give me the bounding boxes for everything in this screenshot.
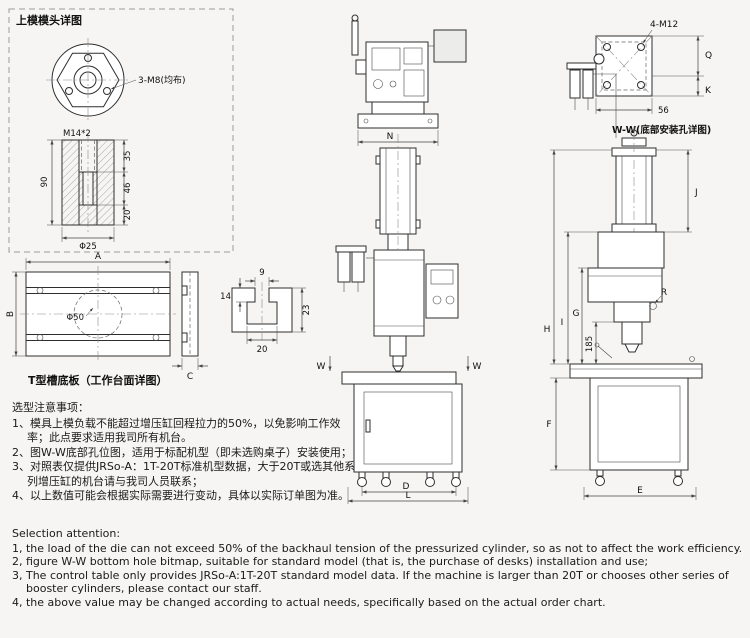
cabinet-door-handle bbox=[365, 419, 371, 433]
side-bolt-callout: 4-M12 bbox=[650, 20, 678, 30]
front-pneumatic-assembly bbox=[351, 14, 467, 103]
die-dim-20: 20 bbox=[123, 210, 133, 221]
die-thread-label: M14*2 bbox=[63, 129, 91, 139]
notes-cn-item-4: 4、以上数值可能会根据实际需要进行变动，具体以实际订单图为准。 bbox=[12, 489, 349, 502]
die-detail-title: 上模模头详图 bbox=[16, 13, 82, 27]
start-button bbox=[432, 295, 442, 305]
tslot-dim-b: B bbox=[6, 311, 16, 317]
front-cabinet bbox=[353, 383, 463, 473]
front-ram bbox=[389, 335, 407, 357]
ww-detail-title: W-W(底部安装孔详图) bbox=[612, 124, 711, 136]
side-dim-56: 56 bbox=[658, 106, 669, 116]
side-cabinet bbox=[589, 377, 689, 471]
side-dim-f: F bbox=[546, 420, 551, 430]
tslot-plate-view: Φ50 A B C bbox=[6, 252, 312, 387]
die-head-top-view: 3-M8(均布) bbox=[46, 38, 186, 122]
stop-button bbox=[445, 295, 455, 305]
side-frl-unit bbox=[566, 53, 617, 138]
front-press-body bbox=[373, 249, 425, 337]
notes-chinese: 选型注意事项： 1、模具上模负载不能超过增压缸回程拉力的50%，以免影响工作效率… bbox=[12, 401, 360, 504]
front-worktable bbox=[341, 371, 457, 385]
front-dim-l: L bbox=[405, 491, 410, 501]
front-dim-n: N bbox=[387, 132, 394, 142]
front-frl-unit bbox=[335, 245, 374, 292]
notes-cn-item-3: 3、对照表仅提供JRSo-A：1T-20T标准机型数据，大于20T或选其他系列增… bbox=[12, 460, 356, 488]
die-dim-46: 46 bbox=[123, 183, 133, 194]
side-dim-q: Q bbox=[705, 51, 712, 61]
die-head-section-view: M14*2 35 46 20 90 Φ25 bbox=[40, 129, 133, 252]
die-bolt-callout: 3-M8(均布) bbox=[138, 74, 186, 86]
notes-en-item-3: 3, The control table only provides JRSo-… bbox=[12, 568, 729, 596]
tslot-top-view: Φ50 A B bbox=[6, 252, 176, 362]
tslot-dim-9: 9 bbox=[259, 268, 264, 278]
upper-die-detail-view: 上模模头详图 3-M8(均布) bbox=[8, 8, 234, 253]
notes-cn-item-1: 1、模具上模负载不能超过增压缸回程拉力的50%，以免影响工作效率；此点要求适用我… bbox=[12, 416, 341, 445]
tslot-dim-a: A bbox=[95, 252, 102, 262]
side-dim-e: E bbox=[637, 486, 643, 496]
tslot-dim-14: 14 bbox=[220, 292, 231, 302]
front-control-box bbox=[425, 263, 459, 319]
tslot-side-profile: C bbox=[172, 271, 208, 382]
tslot-dim-dia50: Φ50 bbox=[66, 313, 84, 323]
machine-side-view: 4-M12 Q K 56 W-W(底部安装孔详图) bbox=[544, 20, 712, 500]
front-section-mark-w-right: W bbox=[473, 362, 482, 372]
notes-en-item-2: 2, figure W-W bottom hole bitmap, suitab… bbox=[12, 555, 649, 568]
machine-front-view: N bbox=[317, 14, 482, 504]
side-worktable bbox=[569, 363, 703, 379]
side-dim-i: I bbox=[561, 318, 564, 328]
tslot-cross-section: 9 14 23 20 bbox=[220, 268, 312, 355]
die-dim-35: 35 bbox=[123, 151, 133, 162]
notes-english: Selection attention: 1, the load of the … bbox=[12, 527, 744, 609]
die-dim-90: 90 bbox=[40, 177, 50, 188]
notes-cn-title: 选型注意事项： bbox=[12, 401, 89, 414]
side-casters bbox=[595, 469, 683, 486]
notes-en-item-1: 1, the load of the die can not exceed 50… bbox=[12, 541, 743, 555]
front-section-mark-w-left: W bbox=[317, 362, 326, 372]
cabinet-door bbox=[363, 391, 453, 465]
side-dim-k: K bbox=[705, 86, 712, 96]
die-dim-dia25: Φ25 bbox=[79, 242, 97, 252]
side-ram-guide bbox=[613, 301, 651, 323]
front-casters bbox=[357, 471, 461, 487]
tslot-dim-c: C bbox=[187, 372, 193, 382]
front-junction-box bbox=[433, 29, 467, 63]
front-dim-d: D bbox=[403, 482, 410, 492]
side-press-body bbox=[597, 231, 665, 269]
side-cylinder bbox=[611, 126, 657, 262]
notes-cn-item-2: 2、图W-W底部孔位图，适用于标配机型（即未选购桌子）安装使用； bbox=[12, 445, 352, 459]
side-dim-g: G bbox=[573, 309, 580, 319]
side-dim-j: J bbox=[694, 188, 698, 198]
tslot-dim-20: 20 bbox=[257, 345, 268, 355]
side-press-arm bbox=[587, 267, 663, 303]
ww-mounting-hole-detail: 4-M12 Q K 56 W-W(底部安装孔详图) bbox=[595, 20, 712, 136]
side-dim-185: 185 bbox=[585, 336, 595, 352]
technical-drawing: 上模模头详图 3-M8(均布) bbox=[6, 8, 712, 504]
die-detail-frame bbox=[8, 8, 234, 253]
notes-en-item-4: 4, the above value may be changed accord… bbox=[12, 595, 606, 609]
tslot-dim-23: 23 bbox=[302, 305, 312, 316]
tslot-title: T型槽底板（工作台面详图） bbox=[28, 373, 168, 387]
notes-en-title: Selection attention: bbox=[12, 527, 121, 540]
side-dim-r: R bbox=[661, 288, 667, 298]
side-dim-h: H bbox=[544, 325, 551, 335]
side-ram bbox=[621, 321, 643, 345]
